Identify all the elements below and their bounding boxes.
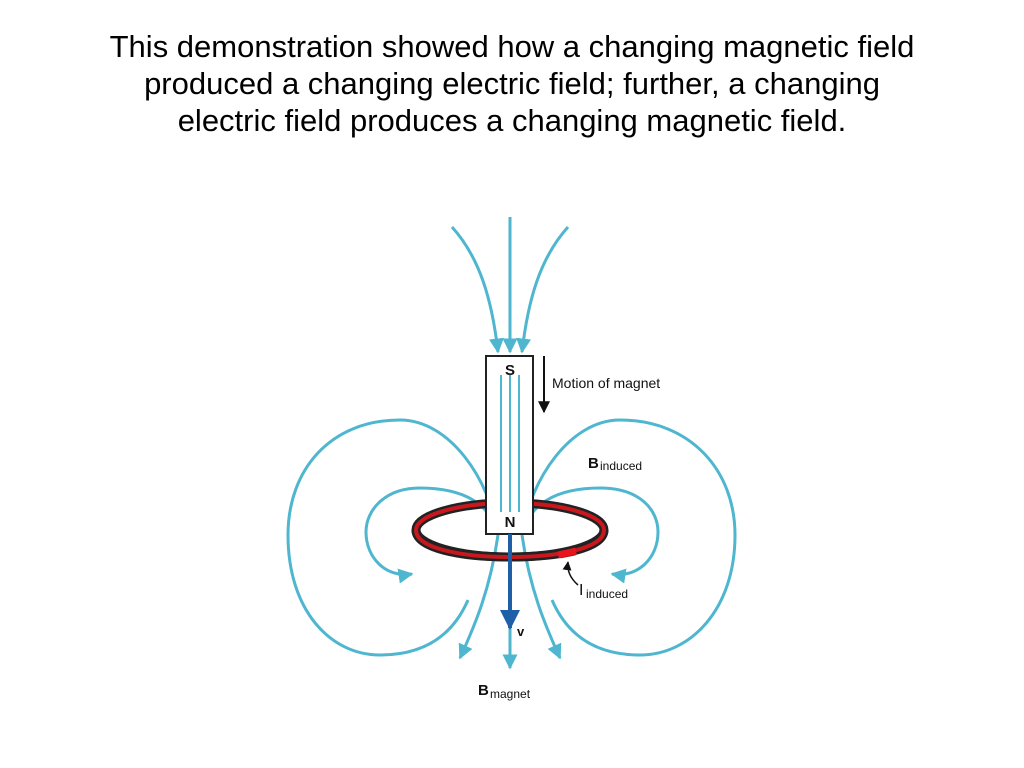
b-magnet-main: B [478,682,489,699]
field-line-right-outer [520,418,737,657]
title-line-2: produced a changing electric field; furt… [144,66,880,101]
title-line-1: This demonstration showed how a changing… [109,29,915,64]
i-induced-pointer [562,561,579,586]
i-induced-main: I [579,582,583,599]
south-pole-label: S [505,362,515,379]
b-induced-subscript: induced [600,459,642,473]
field-line-left-outer [286,418,500,657]
motion-label: Motion of magnet [552,375,660,391]
slide-title: This demonstration showed how a changing… [40,28,984,139]
b-magnet-subscript: magnet [490,687,531,701]
velocity-label: v [517,624,525,639]
north-pole-label: N [505,514,516,531]
i-induced-subscript: induced [586,587,628,601]
title-line-3: electric field produces a changing magne… [177,103,847,138]
field-line-top-left [450,225,504,354]
b-induced-label: B [588,455,599,472]
field-line-top-right [516,225,570,354]
b-induced-main: B [588,455,599,472]
